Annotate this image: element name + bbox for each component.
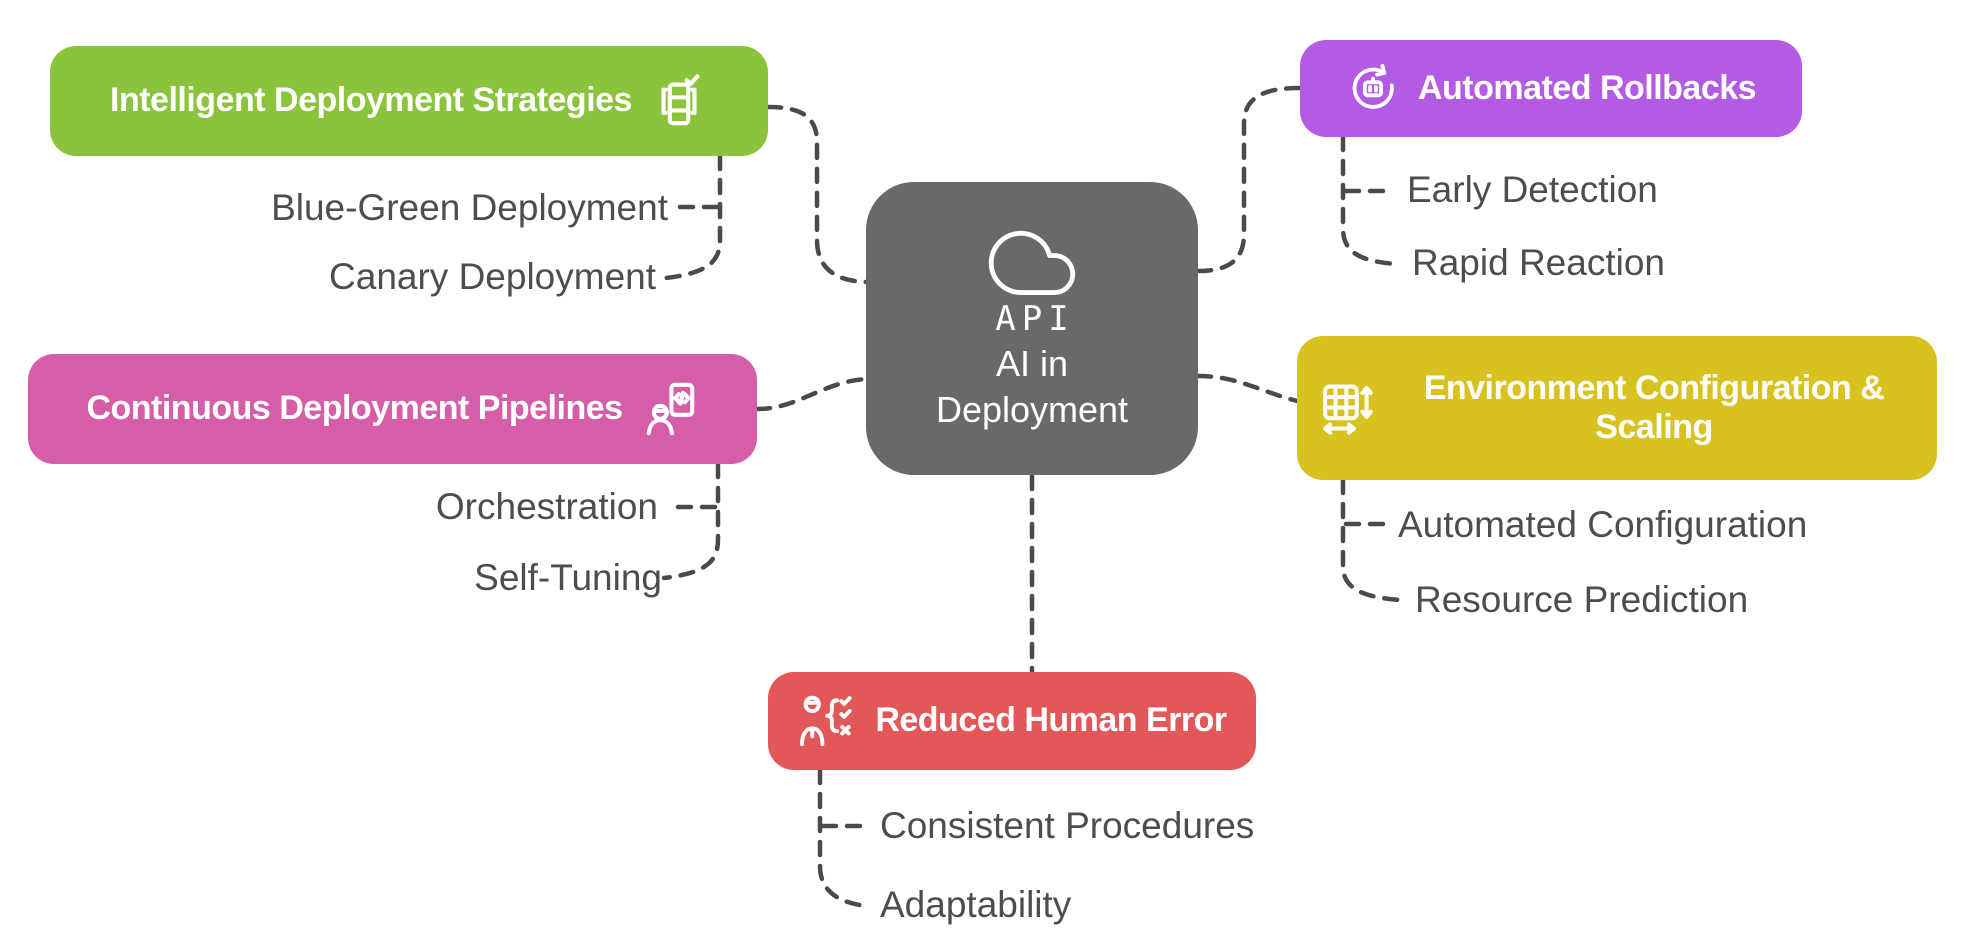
connector-center-to-automated-rollbacks [1195, 85, 1303, 274]
api-icon-text: API [995, 298, 1075, 339]
child-connector-environment-configuration-scaling [1340, 477, 1403, 603]
child-label-automated-configuration: Automated Configuration [1398, 504, 1808, 545]
connector-center-to-intelligent-deployment-strategies [765, 104, 869, 285]
child-connector-automated-rollbacks [1340, 134, 1399, 267]
branch-node-automated-rollbacks: Automated Rollbacks [1300, 40, 1802, 137]
person-checklist-icon [797, 693, 857, 749]
branch-node-label: Intelligent Deployment Strategies [110, 81, 632, 120]
child-label-orchestration: Orchestration [435, 486, 658, 527]
child-label-consistent-procedures: Consistent Procedures [880, 805, 1255, 846]
child-connector-continuous-deployment-pipelines [661, 461, 721, 581]
child-label-early-detection: Early Detection [1407, 169, 1658, 210]
branch-node-label: Continuous Deployment Pipelines [86, 389, 623, 428]
child-connector-reduced-human-error [817, 767, 869, 909]
cloud-icon [980, 224, 1084, 305]
branch-node-label: Reduced Human Error [875, 701, 1227, 740]
child-label-rapid-reaction: Rapid Reaction [1412, 242, 1665, 283]
server-stack-check-icon [650, 72, 708, 130]
child-label-adaptability: Adaptability [880, 884, 1072, 925]
grid-scaling-icon [1319, 380, 1375, 436]
child-label-canary-deployment: Canary Deployment [329, 256, 656, 297]
branch-node-continuous-deployment-pipelines: Continuous Deployment Pipelines [28, 354, 757, 464]
developer-code-document-icon [641, 380, 699, 438]
connector-center-to-environment-configuration-scaling [1195, 373, 1300, 404]
center-node-ai-in-deployment: API AI in Deployment [866, 182, 1198, 475]
branch-node-reduced-human-error: Reduced Human Error [768, 672, 1256, 770]
connector-center-to-continuous-deployment-pipelines [754, 376, 869, 412]
robot-rollback-icon [1346, 62, 1400, 116]
branch-node-environment-configuration-scaling: Environment Configuration & Scaling [1297, 336, 1937, 480]
branch-node-label: Automated Rollbacks [1417, 68, 1757, 107]
branch-node-intelligent-deployment-strategies: Intelligent Deployment Strategies [50, 46, 768, 156]
child-label-resource-prediction: Resource Prediction [1415, 579, 1749, 620]
branch-node-label: Environment Configuration & Scaling [1423, 368, 1885, 446]
child-label-blue-green-deployment: Blue-Green Deployment [271, 187, 668, 228]
child-label-self-tuning: Self-Tuning [474, 557, 662, 598]
child-connector-intelligent-deployment-strategies [663, 153, 723, 281]
center-node-label: AI in Deployment [935, 342, 1129, 430]
